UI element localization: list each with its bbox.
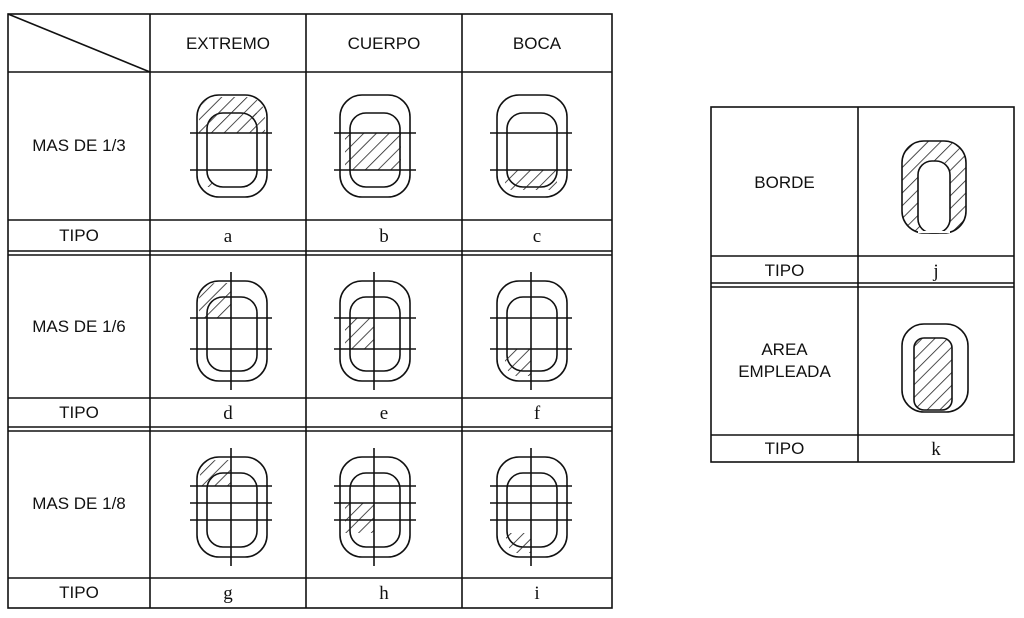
- tooth-figure-b: [334, 94, 416, 198]
- tooth-figure-d: [190, 272, 272, 390]
- type-cell-k: k: [931, 439, 941, 460]
- tooth-figure-c: [490, 94, 572, 198]
- side-row-label-empleada: EMPLEADA: [738, 362, 831, 381]
- row-label-1-6: MAS DE 1/6: [32, 317, 126, 336]
- column-header-cuerpo: CUERPO: [347, 34, 421, 53]
- type-cell-c: c: [532, 226, 542, 247]
- side-row-label-area: AREA: [761, 340, 808, 359]
- column-header-extremo: EXTREMO: [185, 34, 271, 53]
- tooth-figure-h: [334, 448, 416, 566]
- tooth-figure-a: [190, 94, 272, 198]
- row-label-1-3: MAS DE 1/3: [32, 136, 126, 155]
- main-table-grid: [7, 13, 613, 609]
- type-cell-d: d: [223, 403, 233, 424]
- type-cell-e: e: [379, 403, 389, 424]
- row-label-1-8: MAS DE 1/8: [32, 494, 126, 513]
- tooth-figure-f: [490, 272, 572, 390]
- type-cell-f: f: [533, 403, 541, 424]
- type-cell-b: b: [379, 226, 389, 247]
- type-cell-h: h: [379, 583, 389, 604]
- side-table-grid: [710, 106, 1015, 463]
- tooth-figure-e: [334, 272, 416, 390]
- type-cell-g: g: [223, 583, 233, 604]
- tooth-figure-j: [901, 140, 967, 234]
- type-cell-a: a: [223, 226, 233, 247]
- side-row-label-borde: BORDE: [754, 173, 815, 192]
- tooth-figure-i: [490, 448, 572, 566]
- tooth-figure-g: [190, 448, 272, 566]
- header-diagonal: [7, 13, 151, 73]
- tooth-figure-k: [901, 323, 969, 413]
- tipo-label: TIPO: [764, 439, 805, 458]
- type-cell-i: i: [534, 583, 540, 604]
- column-header-boca: BOCA: [512, 34, 562, 53]
- tipo-label: TIPO: [59, 226, 99, 245]
- type-cell-j: j: [933, 261, 939, 282]
- tipo-label: TIPO: [59, 583, 99, 602]
- tipo-label: TIPO: [59, 403, 99, 422]
- tipo-label: TIPO: [764, 261, 805, 280]
